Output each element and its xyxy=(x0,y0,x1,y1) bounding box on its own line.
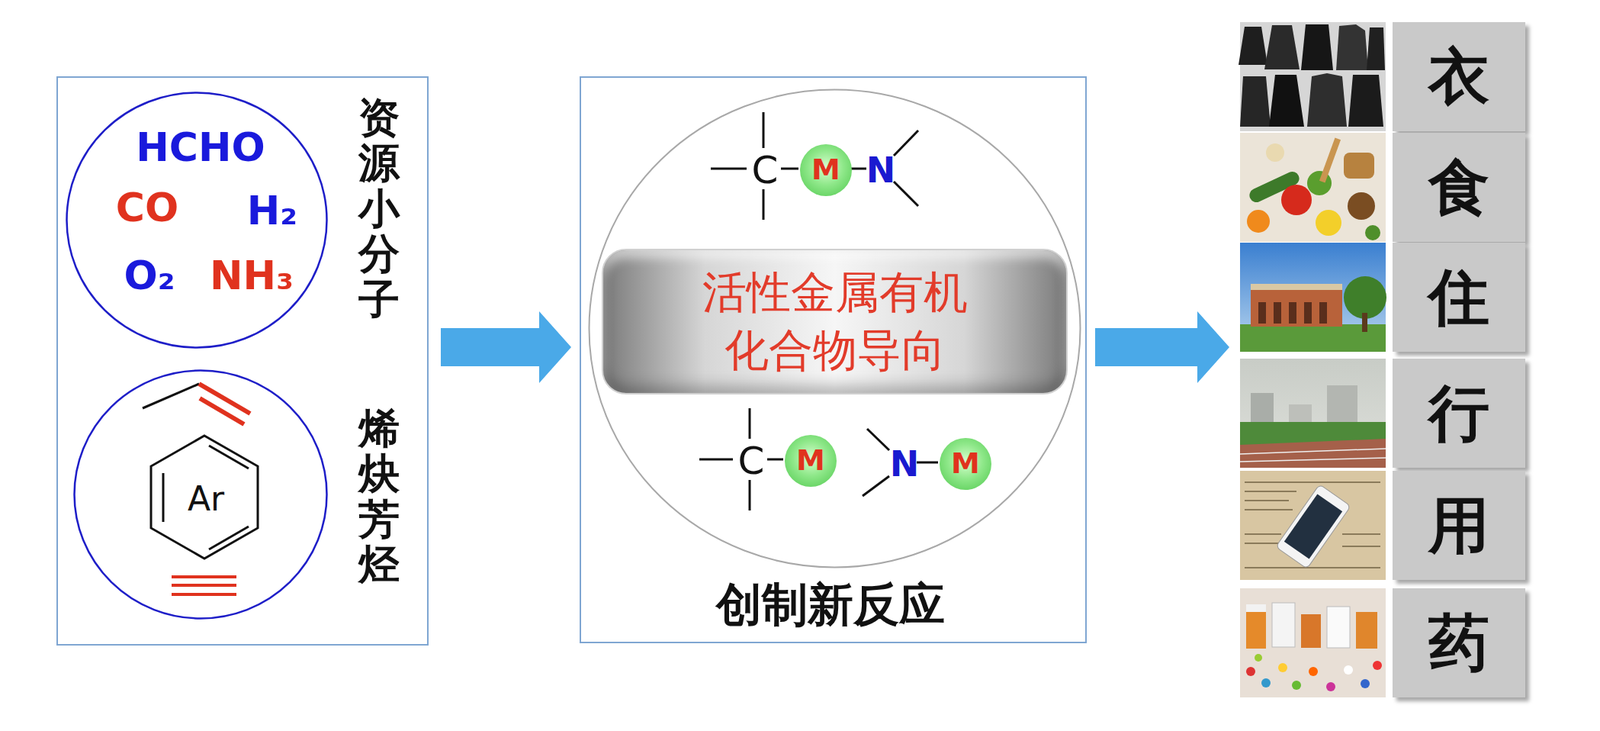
metal-atom: M xyxy=(939,437,992,490)
hydrocarbon-circle: Ar xyxy=(73,369,328,620)
input-panel-text: 资源小分子 xyxy=(358,95,400,322)
application-label-text: 食 xyxy=(1428,147,1490,228)
application-label-text: 药 xyxy=(1428,603,1490,683)
application-label: 药 xyxy=(1392,587,1526,698)
circle-outline xyxy=(74,370,328,619)
small-molecule-circle-text: CO xyxy=(115,187,179,228)
flow-arrow xyxy=(1095,311,1230,383)
small-molecule-circle-text: HCHO xyxy=(135,127,265,168)
application-label: 食 xyxy=(1392,132,1526,242)
application-label: 行 xyxy=(1392,358,1526,468)
phone-photo xyxy=(1240,470,1386,580)
application-label: 用 xyxy=(1392,470,1526,580)
concept-band: 活性金属有机 化合物导向 xyxy=(601,248,1068,395)
circle-outline xyxy=(589,89,1081,568)
application-label-text: 衣 xyxy=(1428,37,1490,117)
small-molecule-circle: HCHO CO H₂ O₂ NH₃ xyxy=(65,91,328,349)
flow-arrow xyxy=(440,311,572,383)
metal-atom-text: M xyxy=(796,441,826,479)
small-molecule-circle-text: O₂ xyxy=(124,255,176,296)
application-label-text: 用 xyxy=(1428,485,1490,566)
small-molecule-circle-text: NH₃ xyxy=(209,255,294,296)
food-photo xyxy=(1240,132,1386,242)
medicine-photo xyxy=(1240,587,1386,698)
small-molecule-circle-text: H₂ xyxy=(247,190,298,231)
hydrocarbon-drawing xyxy=(142,383,258,595)
input-panel: 资源小分子烯炔芳烃 HCHO CO H₂ O₂ NH₃ Ar xyxy=(56,76,429,646)
application-label: 住 xyxy=(1392,242,1526,352)
concept-band-text: 活性金属有机 化合物导向 xyxy=(693,263,977,380)
metal-atom: M xyxy=(800,144,852,196)
hydrocarbon-circle-text: Ar xyxy=(187,481,225,516)
application-label-text: 住 xyxy=(1428,257,1490,338)
organometallic-circle: CNCNM活性金属有机 化合物导向MM xyxy=(587,88,1082,569)
sports-field-photo xyxy=(1240,358,1386,468)
organometallic-circle-text: C xyxy=(738,441,765,480)
clothes-photo xyxy=(1238,22,1386,132)
organometallic-circle-text: C xyxy=(751,151,779,190)
organometallic-circle-text: N xyxy=(866,152,897,188)
metal-atom-text: M xyxy=(811,151,841,189)
organometallic-circle-text: N xyxy=(889,446,920,482)
reaction-panel: 创制新反应CNCNM活性金属有机 化合物导向MM xyxy=(579,76,1087,643)
application-label: 衣 xyxy=(1392,22,1526,132)
metal-atom-text: M xyxy=(951,444,980,482)
application-label-text: 行 xyxy=(1428,373,1490,454)
metal-atom: M xyxy=(784,434,837,487)
circle-outline xyxy=(67,93,328,348)
building-photo xyxy=(1240,242,1387,352)
reaction-panel-text: 创制新反应 xyxy=(716,581,945,627)
input-panel-text: 烯炔芳烃 xyxy=(358,405,400,588)
